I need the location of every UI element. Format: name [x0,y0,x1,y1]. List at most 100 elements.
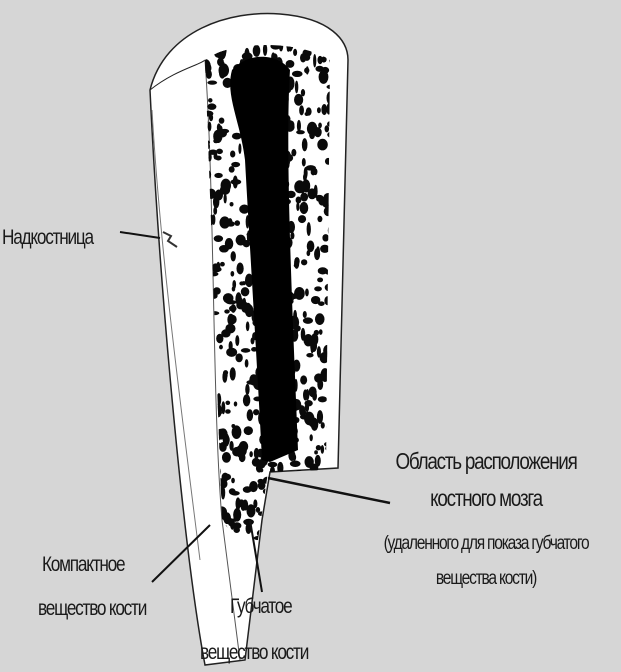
trabecula-pore [216,333,224,344]
trabecula-pore [277,461,284,474]
trabecula-pore [325,494,330,507]
trabecula-pore [296,202,300,212]
trabecula-pore [280,506,285,517]
trabecula-pore [310,295,321,305]
marrow-cavity [230,56,298,462]
trabecula-pore [222,293,234,304]
trabecula-pore [284,526,295,533]
trabecula-pore [304,414,312,423]
trabecula-pore [288,521,299,533]
trabecula-pore [289,460,301,468]
trabecula-pore [301,259,308,266]
trabecula-pore [233,401,238,407]
trabecula-pore [284,544,290,545]
trabecula-pore [267,461,278,468]
trabecula-pore [310,522,317,532]
trabecula-pore [222,77,233,88]
trabecula-pore [304,403,310,412]
trabecula-pore [316,410,324,424]
trabecula-pore [270,529,278,539]
trabecula-pore [222,370,228,379]
trabecula-pore [317,138,328,151]
trabecula-pore [269,517,274,526]
trabecula-pore [317,215,323,223]
compact-pointer [151,524,211,583]
trabecula-pore [229,201,234,207]
trabecula-pore [286,477,292,491]
periosteum-pointer [119,231,161,239]
trabecula-pore [238,143,242,155]
trabecula-pore [233,516,238,522]
trabecula-pore [288,515,293,527]
trabecula-pore [293,48,298,57]
trabecula-pore [328,493,330,500]
trabecula-pore [314,529,319,541]
trabecula-pore [308,496,314,506]
trabecula-pore [305,107,312,116]
trabecula-pore [317,277,324,283]
trabecula-pore [220,485,226,500]
trabecula-pore [329,470,330,483]
trabecula-pore [309,434,313,442]
trabecula-pore [320,422,325,429]
trabecula-pore [221,401,226,415]
trabecula-pore [239,204,250,214]
trabecula-pore [287,540,295,545]
trabecula-pore [296,119,301,132]
trabecula-pore [309,463,319,473]
trabecula-pore [244,273,254,288]
trabecula-pore [230,150,236,158]
trabecula-pore [302,311,307,318]
trabecula-pore [253,447,260,460]
trabecula-pore [221,452,231,463]
trabecula-pore [240,348,251,353]
trabecula-pore [307,188,317,200]
trabecula-pore [321,103,328,116]
label-marrow-line2: костного мозга [430,485,543,511]
trabecula-pore [317,267,328,275]
label-compact-line2: вещество кости [38,597,147,620]
label-marrow-line3: (удаленного для показа губчатого [383,533,590,554]
trabecula-pore [243,426,253,436]
trabecula-pore [255,506,261,513]
trabecula-pore [299,201,309,215]
trabecula-pore [294,80,299,94]
trabecula-pore [231,423,236,429]
trabecula-pore [216,261,221,273]
trabecula-pore [230,251,236,262]
trabecula-pore [305,389,310,401]
label-marrow-line1: Область расположения [395,448,577,474]
trabecula-pore [243,518,254,526]
trabecula-pore [296,287,302,295]
trabecula-pore [262,45,268,56]
label-periosteum: Надкостница [2,226,94,249]
trabecula-pore [240,287,250,297]
trabecula-pore [265,524,271,532]
trabecula-pore [249,451,253,458]
trabecula-pore [242,486,252,493]
trabecula-pore [219,216,231,229]
periosteum-mark [162,231,178,248]
trabecula-pore [245,321,250,332]
trabecula-pore [269,466,275,477]
trabecula-pore [303,524,314,535]
trabecula-pore [297,509,301,522]
trabecula-pore [301,138,308,152]
trabecula-pore [205,63,212,73]
trabecula-pore [279,541,290,545]
trabecula-pore [315,444,322,451]
trabecula-pore [207,80,218,85]
trabecula-pore [299,105,304,116]
trabecula-pore [317,396,328,403]
trabecula-pore [329,539,330,545]
trabecula-pore [216,129,227,138]
trabecula-pore [300,327,306,341]
trabecula-pore [214,172,223,179]
trabecula-pore [289,508,294,521]
trabecula-pore [229,367,236,381]
trabecula-pore [235,335,240,347]
trabecula-pore [326,84,330,90]
trabecula-pore [221,329,231,338]
trabecula-pore [257,478,265,484]
